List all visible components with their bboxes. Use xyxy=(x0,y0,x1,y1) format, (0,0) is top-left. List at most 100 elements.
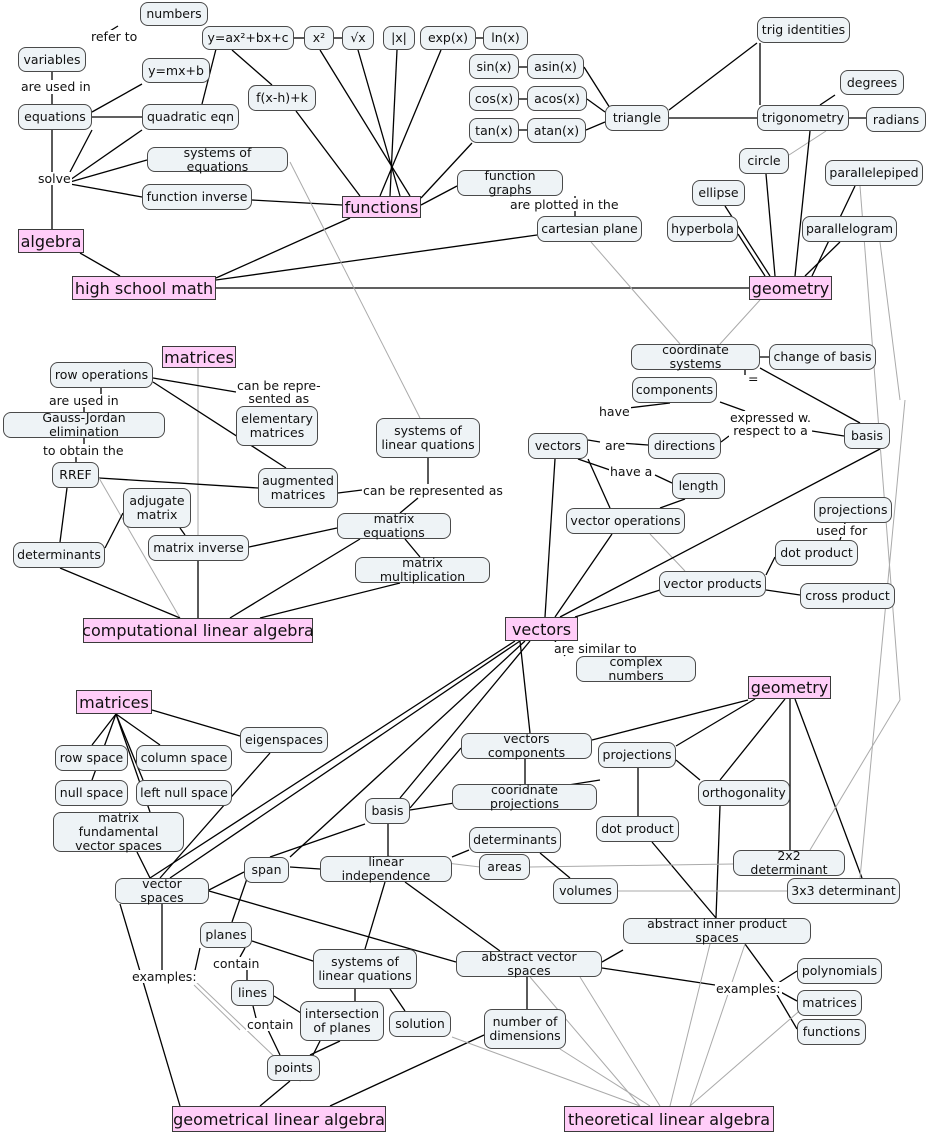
node-solution[interactable]: solution xyxy=(389,1011,451,1037)
node-number-of-dimensions[interactable]: number of dimensions xyxy=(484,1009,566,1049)
hub-matrices-bottom[interactable]: matrices xyxy=(76,690,152,714)
node-augmented-matrices[interactable]: augmented matrices xyxy=(258,468,338,508)
node-rref[interactable]: RREF xyxy=(52,462,99,488)
node-ln-x[interactable]: ln(x) xyxy=(483,26,528,50)
node-abstract-vector-spaces[interactable]: abstract vector spaces xyxy=(456,950,602,978)
node-directions[interactable]: directions xyxy=(648,433,721,459)
node-polynomials[interactable]: polynomials xyxy=(797,958,882,984)
node-trig-identities[interactable]: trig identities xyxy=(757,17,850,43)
node-numbers[interactable]: numbers xyxy=(140,2,208,26)
node-tan-x[interactable]: tan(x) xyxy=(469,118,519,143)
node-vectors-components[interactable]: vectors components xyxy=(461,732,592,760)
node-abstract-inner-product-spaces[interactable]: abstract inner product spaces xyxy=(623,917,811,945)
node-systems-of-linear-quations-bottom[interactable]: systems of linear quations xyxy=(313,949,417,989)
node-systems-of-linear-quations-top[interactable]: systems of linear quations xyxy=(376,418,480,458)
node-column-space[interactable]: column space xyxy=(136,745,232,771)
node-volumes[interactable]: volumes xyxy=(553,878,618,904)
node-function-graphs[interactable]: function graphs xyxy=(457,169,563,197)
node-parallelogram[interactable]: parallelogram xyxy=(802,216,897,242)
node-equations[interactable]: equations xyxy=(18,104,92,130)
node-circle[interactable]: circle xyxy=(739,148,789,174)
node-quadratic-eqn[interactable]: quadratic eqn xyxy=(142,104,239,130)
node-span[interactable]: span xyxy=(244,857,289,883)
node-vector-operations[interactable]: vector operations xyxy=(566,508,685,534)
node-length[interactable]: length xyxy=(672,473,725,499)
node-matrix-multiplication[interactable]: matrix multiplication xyxy=(355,556,490,584)
node-points[interactable]: points xyxy=(267,1055,320,1081)
node-coordinate-systems[interactable]: coordinate systems xyxy=(631,343,760,371)
node-functions-example[interactable]: functions xyxy=(797,1019,866,1045)
node-adjugate-matrix[interactable]: adjugate matrix xyxy=(123,488,191,528)
node-det-3x3[interactable]: 3x3 determinant xyxy=(787,878,900,904)
hub-theoretical-linear-algebra[interactable]: theoretical linear algebra xyxy=(564,1106,774,1132)
node-variables[interactable]: variables xyxy=(18,47,86,72)
node-areas[interactable]: areas xyxy=(479,854,530,880)
node-sqrt-x[interactable]: √x xyxy=(342,26,374,50)
node-triangle[interactable]: triangle xyxy=(605,105,669,131)
node-det-2x2[interactable]: 2x2 determinant xyxy=(733,849,845,877)
node-left-null-space[interactable]: left null space xyxy=(136,780,232,806)
node-atan-x[interactable]: atan(x) xyxy=(527,118,586,143)
node-elementary-matrices[interactable]: elementary matrices xyxy=(236,406,318,446)
node-parallelepiped[interactable]: parallelepiped xyxy=(825,160,923,186)
node-linear-independence[interactable]: linear independence xyxy=(320,855,452,883)
node-vector-products[interactable]: vector products xyxy=(659,571,766,597)
node-abs-x[interactable]: |x| xyxy=(383,26,415,50)
hub-computational-linear-algebra[interactable]: computational linear algebra xyxy=(82,618,314,643)
connector-line xyxy=(420,142,473,199)
node-dot-product-bottom[interactable]: dot product xyxy=(596,816,679,842)
node-null-space[interactable]: null space xyxy=(55,780,128,806)
node-sin-x[interactable]: sin(x) xyxy=(469,54,519,79)
node-projections-top[interactable]: projections xyxy=(814,497,892,523)
node-basis-bottom[interactable]: basis xyxy=(365,798,410,824)
node-degrees[interactable]: degrees xyxy=(840,70,904,95)
node-asin-x[interactable]: asin(x) xyxy=(527,54,584,79)
hub-geometrical-linear-algebra[interactable]: geometrical linear algebra xyxy=(172,1106,386,1132)
node-cartesian-plane[interactable]: cartesian plane xyxy=(537,216,642,242)
node-quadratic-form[interactable]: y=ax²+bx+c xyxy=(202,26,294,50)
node-function-inverse[interactable]: function inverse xyxy=(142,184,252,210)
node-gauss-jordan[interactable]: Gauss-Jordan elimination xyxy=(3,411,165,439)
node-components[interactable]: components xyxy=(632,377,717,403)
node-matrices-example[interactable]: matrices xyxy=(797,990,862,1016)
node-cooridnate-projections[interactable]: cooridnate projections xyxy=(452,783,597,811)
node-cross-product[interactable]: cross product xyxy=(800,583,895,609)
node-dot-product-top[interactable]: dot product xyxy=(775,540,858,566)
hub-vectors[interactable]: vectors xyxy=(505,617,578,641)
node-hyperbola[interactable]: hyperbola xyxy=(667,216,738,242)
node-row-space[interactable]: row space xyxy=(55,745,128,771)
node-systems-of-equations[interactable]: systems of equations xyxy=(147,145,288,173)
hub-high-school-math[interactable]: high school math xyxy=(72,276,216,300)
hub-geometry-top[interactable]: geometry xyxy=(749,276,832,300)
node-ellipse[interactable]: ellipse xyxy=(692,180,745,206)
hub-functions[interactable]: functions xyxy=(342,196,421,218)
node-matrix-inverse[interactable]: matrix inverse xyxy=(148,535,249,561)
node-exp-x[interactable]: exp(x) xyxy=(420,26,476,50)
node-determinants-left[interactable]: determinants xyxy=(13,542,105,568)
node-vector-spaces[interactable]: vector spaces xyxy=(115,877,209,905)
node-vectors[interactable]: vectors xyxy=(528,433,588,459)
node-planes[interactable]: planes xyxy=(200,922,252,948)
node-trigonometry[interactable]: trigonometry xyxy=(757,105,849,131)
node-complex-numbers[interactable]: complex numbers xyxy=(576,655,696,683)
node-vertex-form[interactable]: f(x-h)+k xyxy=(248,85,316,111)
node-lines[interactable]: lines xyxy=(231,980,274,1006)
node-matrix-equations[interactable]: matrix equations xyxy=(337,512,451,540)
node-projections-bottom[interactable]: projections xyxy=(598,742,676,768)
node-eigenspaces[interactable]: eigenspaces xyxy=(240,727,328,753)
node-determinants-bottom[interactable]: determinants xyxy=(469,827,561,853)
node-cos-x[interactable]: cos(x) xyxy=(469,86,519,111)
node-x-squared[interactable]: x² xyxy=(304,26,334,50)
node-row-operations[interactable]: row operations xyxy=(50,362,153,388)
node-matrix-fundamental[interactable]: matrix fundamental vector spaces xyxy=(53,811,184,853)
node-radians[interactable]: radians xyxy=(866,107,926,132)
hub-matrices-top[interactable]: matrices xyxy=(162,346,236,368)
hub-algebra[interactable]: algebra xyxy=(18,229,84,253)
node-intersection-of-planes[interactable]: intersection of planes xyxy=(300,1001,384,1041)
node-acos-x[interactable]: acos(x) xyxy=(527,86,587,111)
hub-geometry-bottom[interactable]: geometry xyxy=(748,676,831,699)
node-basis-right[interactable]: basis xyxy=(844,423,890,449)
node-linear-form[interactable]: y=mx+b xyxy=(142,58,210,83)
node-orthogonality[interactable]: orthogonality xyxy=(698,780,790,806)
node-change-of-basis[interactable]: change of basis xyxy=(769,344,876,370)
